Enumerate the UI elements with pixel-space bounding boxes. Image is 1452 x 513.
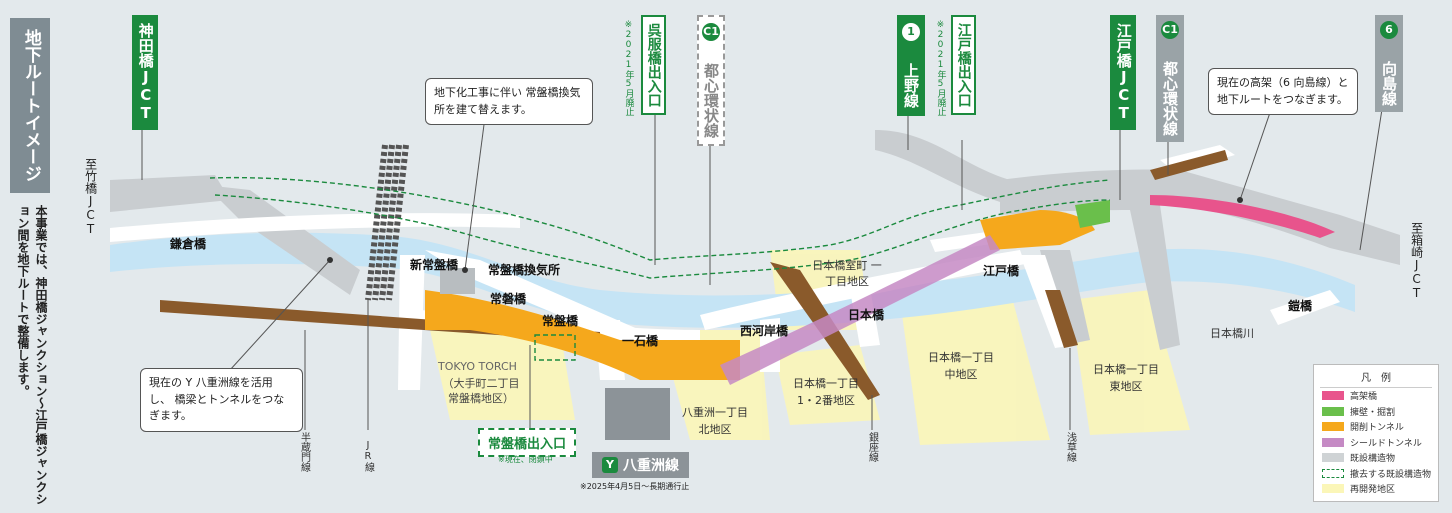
leader-dots — [327, 197, 1243, 273]
tag-kandabashi-jct: 神田橋JCT — [132, 15, 158, 130]
leaders — [141, 89, 1386, 430]
label-ginza: 銀座線 — [866, 432, 878, 462]
label-nihonbashi: 日本橋 — [848, 308, 885, 322]
legend-label: 擁壁・掘割 — [1350, 407, 1396, 418]
legend-item: シールドトンネル — [1314, 435, 1438, 451]
legend-label: 撤去する既設構造物 — [1350, 469, 1432, 480]
legend-label: 開削トンネル — [1350, 423, 1404, 434]
label-jobanbashi: 常磐橋 — [490, 292, 527, 306]
legend-item: 撤去する既設構造物 — [1314, 466, 1438, 482]
yaesu-badge-icon: Y — [602, 457, 618, 473]
edobashi-note: ※2021年5月廃止 — [935, 20, 946, 116]
callout-yaesu: 現在の Y 八重洲線を活用し、 橋梁とトンネルをつなぎます。 — [140, 368, 303, 432]
legend-label: シールドトンネル — [1350, 438, 1422, 449]
yaesu-portal — [605, 388, 670, 440]
legend-label: 既設構造物 — [1350, 454, 1396, 465]
description: 本事業では、神田橋ジャンクション〜江戸橋ジャンクション間を地下ルートで整備します… — [16, 205, 48, 505]
legend-item: 既設構造物 — [1314, 450, 1438, 466]
legend-title: 凡 例 — [1320, 365, 1432, 388]
label-takebashi: 至竹橋JCT — [83, 158, 98, 236]
gofukubashi-note: ※2021年5月廃止 — [623, 20, 634, 116]
label-asakusa: 浅草線 — [1064, 432, 1076, 462]
jr-tracks — [365, 144, 409, 301]
legend-swatch — [1322, 406, 1344, 416]
route-1-badge-icon: 1 — [902, 23, 920, 41]
zone-nihonbashi-naka — [900, 290, 1050, 445]
zone-tokyo-torch — [430, 330, 575, 420]
label-hanzomon: 半蔵門線 — [298, 432, 310, 472]
tunnels — [425, 195, 1335, 440]
existing-structures — [110, 130, 1400, 350]
tag-mukojima: 6 向島線 — [1375, 15, 1403, 112]
label-nishikawagishibashi: 西河岸橋 — [740, 324, 789, 338]
label-hakozaki: 至箱崎JCT — [1409, 222, 1424, 300]
cut-cover-tunnel-east — [980, 210, 1095, 250]
legend: 凡 例 高架橋擁壁・掘割開削トンネルシールドトンネル既設構造物撤去する既設構造物… — [1313, 364, 1439, 502]
label-yoroibashi: 鎧橋 — [1288, 299, 1313, 313]
legend-swatch — [1322, 391, 1344, 401]
legend-item: 高架橋 — [1314, 388, 1438, 404]
yaesu-line-note: ※2025年4月5日〜長期通行止 — [580, 482, 690, 491]
c1-badge-icon: C1 — [702, 23, 720, 41]
label-jr: JR線 — [362, 440, 374, 472]
legend-items: 高架橋擁壁・掘割開削トンネルシールドトンネル既設構造物撤去する既設構造物再開発地… — [1314, 388, 1438, 497]
shield-tunnel — [720, 235, 1000, 385]
ventilation-building — [440, 268, 475, 294]
tag-c1-left: C1 都心環状線 — [697, 15, 725, 146]
label-nihonbashi-naka: 日本橋一丁目 中地区 — [928, 351, 994, 381]
tag-gofukubashi: 呉服橋出入口 — [641, 15, 666, 115]
legend-swatch — [1322, 468, 1344, 478]
route-6-badge-icon: 6 — [1380, 21, 1398, 39]
label-ikkokubashi: 一石橋 — [622, 334, 659, 348]
retaining-wall — [1075, 200, 1110, 228]
label-edobashi: 江戸橋 — [983, 264, 1020, 278]
page-title: 地下ルートイメージ — [20, 29, 41, 182]
removed-structures — [209, 176, 1111, 361]
label-tokiwabashi: 常盤橋 — [542, 314, 579, 328]
legend-swatch — [1322, 437, 1344, 447]
legend-swatch — [1322, 453, 1344, 463]
label-tokyo-torch-sub: （大手町二丁目 常盤橋地区） — [442, 377, 520, 406]
label-tokiwabashi-vent: 常盤橋換気所 — [488, 263, 561, 277]
label-nihonbashi-12: 日本橋一丁目 1・2番地区 — [793, 377, 859, 407]
tokiwabashi-ramp-tag: 常盤橋出入口 — [478, 428, 577, 457]
yaesu-line-tag: Y 八重洲線 — [592, 452, 689, 478]
label-nihonbashi-higashi: 日本橋一丁目 東地区 — [1093, 363, 1159, 393]
c1-badge-icon: C1 — [1161, 21, 1179, 39]
legend-swatch — [1322, 484, 1344, 494]
tag-ueno: 1 上野線 — [897, 15, 925, 116]
title-block: 地下ルートイメージ — [10, 18, 50, 193]
cut-cover-tunnel-west — [425, 290, 740, 380]
tokiwabashi-ramp-note: ※現在、閉鎖中 — [498, 455, 553, 464]
label-nihonbashigawa: 日本橋川 — [1210, 327, 1254, 340]
legend-label: 再開発地区 — [1350, 485, 1396, 496]
label-shin-tokiwabashi: 新常盤橋 — [410, 258, 459, 272]
legend-swatch — [1322, 422, 1344, 432]
callout-ventilation: 地下化工事に伴い 常盤橋換気所を建て替えます。 — [425, 78, 593, 125]
label-kamakurabashi: 鎌倉橋 — [170, 237, 207, 251]
callout-elevated: 現在の高架（6 向島線）と 地下ルートをつなぎます。 — [1208, 68, 1358, 115]
tag-edobashi-ramp: 江戸橋出入口 — [951, 15, 976, 115]
legend-item: 開削トンネル — [1314, 419, 1438, 435]
tag-c1-right: C1 都心環状線 — [1156, 15, 1184, 142]
label-yaesu-north: 八重洲一丁目 北地区 — [682, 406, 748, 436]
legend-label: 高架橋 — [1350, 392, 1378, 403]
label-tokyo-torch: TOKYO TORCH — [438, 360, 517, 373]
elevated-bridge — [1150, 195, 1335, 238]
legend-item: 擁壁・掘割 — [1314, 404, 1438, 420]
label-muromachi: 日本橋室町 一丁目地区 — [812, 259, 882, 288]
tag-edobashi-jct: 江戸橋JCT — [1110, 15, 1136, 130]
legend-item: 再開発地区 — [1314, 481, 1438, 497]
